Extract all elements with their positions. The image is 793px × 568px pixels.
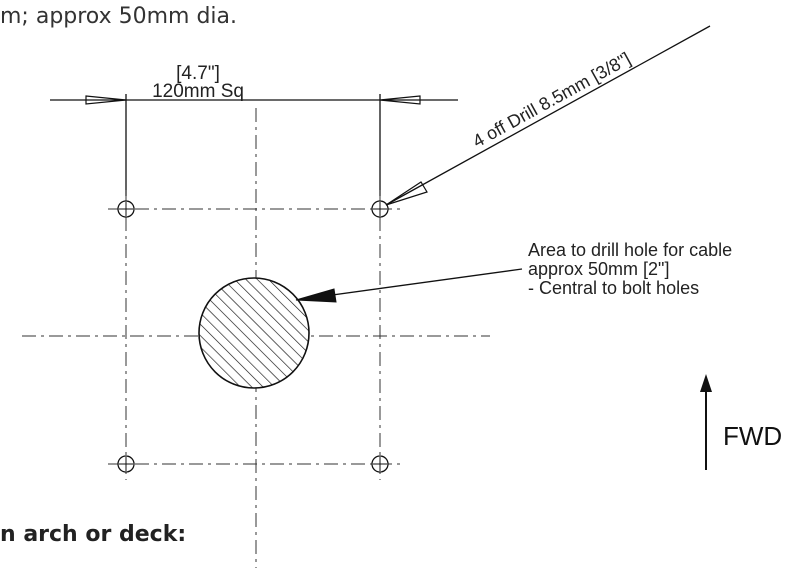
cable-note-line-3: - Central to bolt holes bbox=[528, 278, 699, 298]
fwd-label: FWD bbox=[723, 421, 782, 451]
bolt-hole-bottom-left bbox=[117, 455, 135, 473]
dimension-arrow-right bbox=[379, 95, 421, 105]
bolt-hole-bottom-right bbox=[371, 455, 389, 473]
drill-leader bbox=[385, 25, 711, 206]
dimension-inch-label: [4.7"] bbox=[176, 63, 220, 84]
cable-note-line-1: Area to drill hole for cable bbox=[528, 240, 732, 260]
footer-caption: n arch or deck: bbox=[0, 522, 187, 547]
forward-arrow-head bbox=[700, 374, 712, 392]
cable-leader-arrow bbox=[295, 288, 337, 303]
dimension-arrow-left bbox=[85, 95, 127, 105]
dimension-line bbox=[50, 94, 458, 196]
drill-leader-arrow bbox=[385, 181, 428, 206]
dimension-mm-label: 120mm Sq bbox=[152, 81, 244, 102]
cable-hole-area bbox=[198, 277, 310, 389]
cable-note-line-2: approx 50mm [2"] bbox=[528, 259, 669, 279]
bolt-hole-top-left bbox=[117, 200, 135, 218]
forward-arrow bbox=[700, 374, 712, 470]
bolt-hole-top-right bbox=[371, 200, 389, 218]
header-caption: m; approx 50mm dia. bbox=[0, 4, 238, 29]
cable-leader bbox=[295, 268, 523, 303]
drill-label: 4 off Drill 8.5mm [3/8"] bbox=[469, 48, 634, 151]
